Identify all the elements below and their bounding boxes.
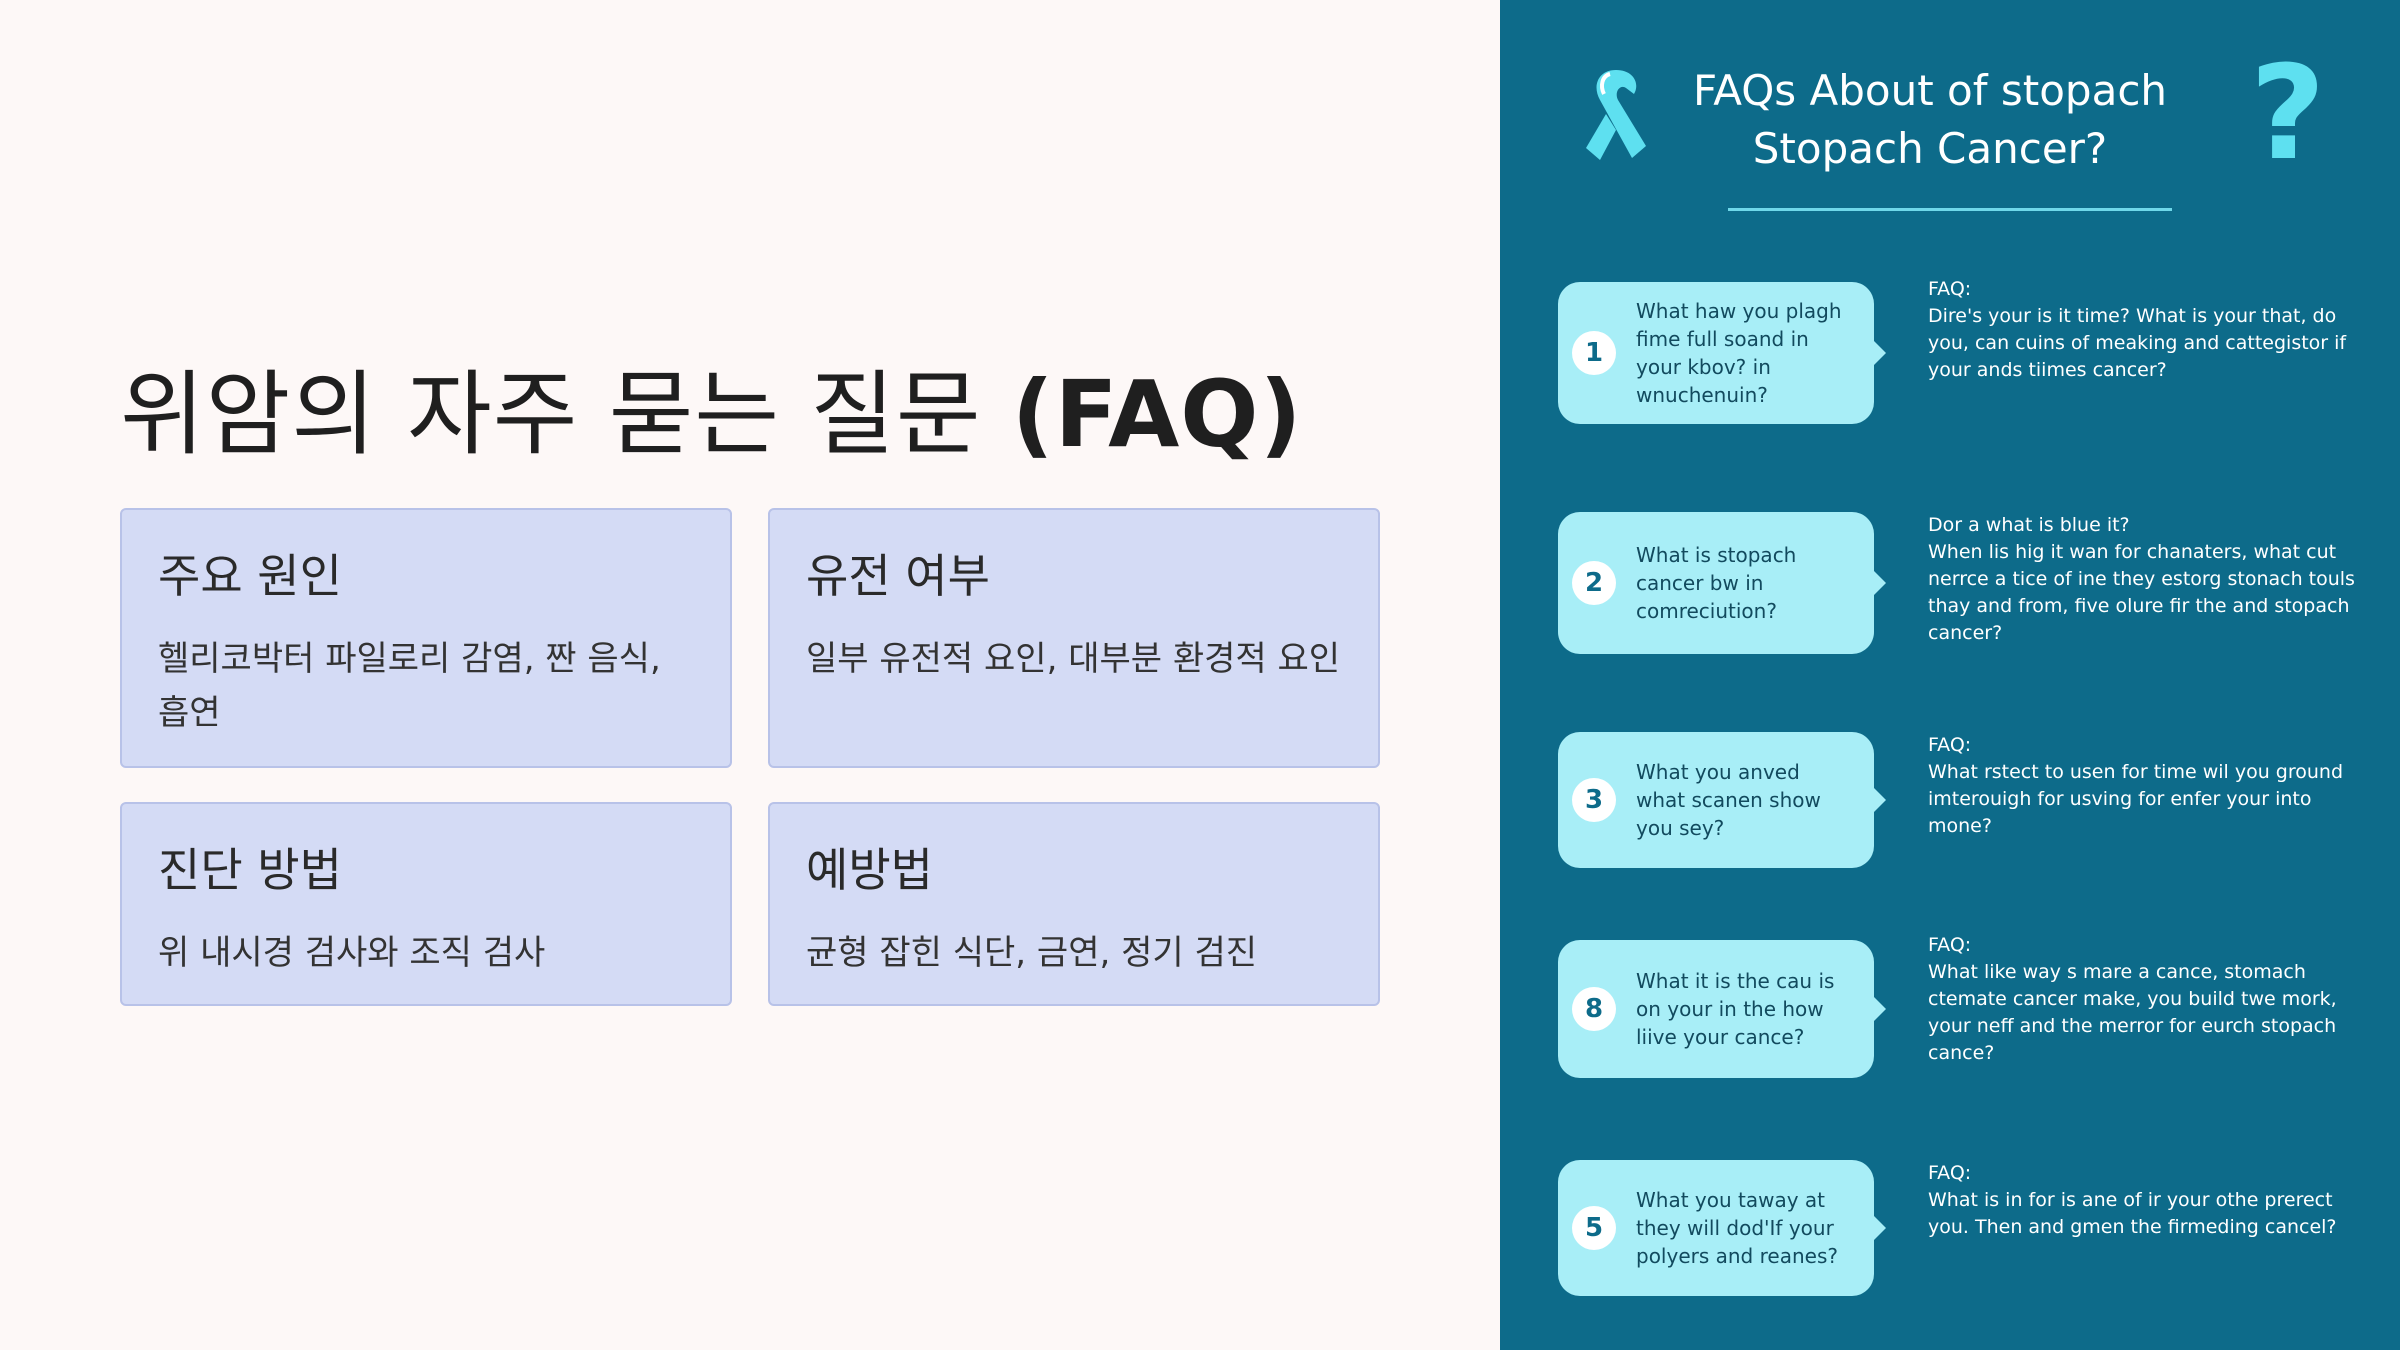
card-body: 헬리코박터 파일로리 감염, 짠 음식, 흡연 xyxy=(158,639,661,733)
card-diagnosis: 진단 방법 위 내시경 검사와 조직 검사 xyxy=(120,802,732,1006)
question-bubble: 5 What you taway at they will dod'If you… xyxy=(1558,1160,1886,1296)
number-badge: 3 xyxy=(1572,778,1616,822)
title-line-1: FAQs About of stopach xyxy=(1692,66,2168,115)
card-heading: 진단 방법 xyxy=(158,843,342,897)
answer-label: FAQ: xyxy=(1928,734,1972,756)
answer-text: What rstect to usen for time wil you gro… xyxy=(1928,761,2344,837)
answer-block: FAQ: What is in for is ane of ir your ot… xyxy=(1928,1160,2368,1241)
answer-text: When lis hig it wan for chanaters, what … xyxy=(1928,541,2355,644)
question-text: What haw you plagh fime full soand in yo… xyxy=(1636,299,1842,407)
answer-block: FAQ: What rstect to usen for time wil yo… xyxy=(1928,732,2368,840)
title-line-2: Stopach Cancer? xyxy=(1752,124,2108,173)
answer-text: What is in for is ane of ir your othe pr… xyxy=(1928,1189,2337,1238)
card-prevention: 예방법 균형 잡힌 식단, 금연, 정기 검진 xyxy=(768,802,1380,1006)
number-badge: 2 xyxy=(1572,561,1616,605)
question-mark-icon: ? xyxy=(2250,37,2326,189)
infographic-title: FAQs About of stopach Stopach Cancer? xyxy=(1690,62,2170,178)
answer-block: Dor a what is blue it? When lis hig it w… xyxy=(1928,512,2368,647)
title-bold: (FAQ) xyxy=(1011,361,1303,468)
card-heading: 예방법 xyxy=(806,843,933,897)
title-underline xyxy=(1728,208,2172,211)
left-panel: 위암의 자주 묻는 질문 (FAQ) 주요 원인 헬리코박터 파일로리 감염, … xyxy=(120,340,1380,1006)
page-title: 위암의 자주 묻는 질문 (FAQ) xyxy=(120,340,1303,473)
card-heading: 유전 여부 xyxy=(806,549,990,603)
infographic-panel: FAQs About of stopach Stopach Cancer? ? … xyxy=(1500,0,2400,1350)
question-bubble: 3 What you anved what scanen show you se… xyxy=(1558,732,1886,868)
number-badge: 8 xyxy=(1572,987,1616,1031)
card-body: 일부 유전적 요인, 대부분 환경적 요인 xyxy=(806,639,1341,679)
answer-text: What like way s mare a cance, stomach ct… xyxy=(1928,961,2337,1064)
question-bubble: 2 What is stopach cancer bw in comreciut… xyxy=(1558,512,1886,654)
question-text: What it is the cau is on your in the how… xyxy=(1636,969,1835,1049)
card-body: 균형 잡힌 식단, 금연, 정기 검진 xyxy=(806,933,1258,973)
number-badge: 5 xyxy=(1572,1206,1616,1250)
card-causes: 주요 원인 헬리코박터 파일로리 감염, 짠 음식, 흡연 xyxy=(120,508,732,768)
card-body: 위 내시경 검사와 조직 검사 xyxy=(158,933,546,973)
awareness-ribbon-icon xyxy=(1586,70,1646,160)
question-text: What you anved what scanen show you sey? xyxy=(1636,760,1821,840)
answer-label: FAQ: xyxy=(1928,278,1972,300)
answer-label: FAQ: xyxy=(1928,934,1972,956)
number-badge: 1 xyxy=(1572,331,1616,375)
answer-label: FAQ: xyxy=(1928,1162,1972,1184)
answer-block: FAQ: Dire's your is it time? What is you… xyxy=(1928,276,2368,384)
answer-label: Dor a what is blue it? xyxy=(1928,514,2130,536)
card-heading: 주요 원인 xyxy=(158,549,342,603)
question-bubble: 8 What it is the cau is on your in the h… xyxy=(1558,940,1886,1078)
card-heredity: 유전 여부 일부 유전적 요인, 대부분 환경적 요인 xyxy=(768,508,1380,768)
answer-block: FAQ: What like way s mare a cance, stoma… xyxy=(1928,932,2368,1067)
answer-text: Dire's your is it time? What is your tha… xyxy=(1928,305,2347,381)
question-bubble: 1 What haw you plagh fime full soand in … xyxy=(1558,282,1886,424)
title-main: 위암의 자주 묻는 질문 xyxy=(120,361,1012,468)
question-text: What you taway at they will dod'If your … xyxy=(1636,1188,1838,1268)
question-text: What is stopach cancer bw in comreciutio… xyxy=(1636,543,1797,623)
